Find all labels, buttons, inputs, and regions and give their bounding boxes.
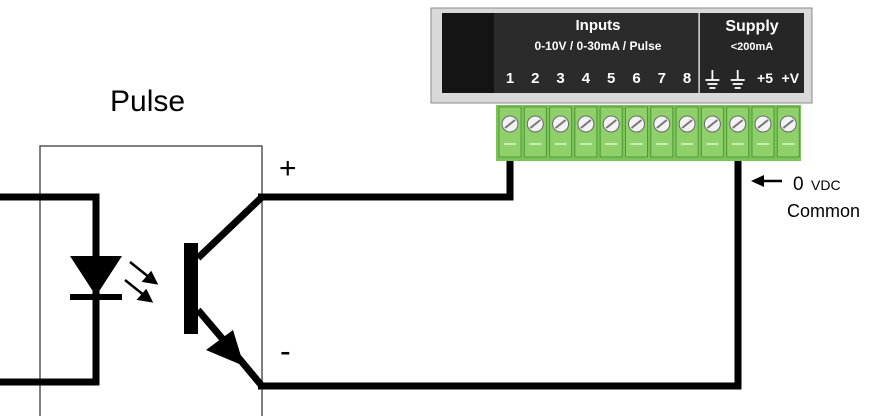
- channel-number-2: 2: [531, 70, 539, 87]
- terminal-screw: [523, 106, 547, 158]
- terminal-screw: [700, 106, 724, 158]
- ground-symbols: [705, 70, 745, 89]
- terminal-screw: [751, 106, 775, 158]
- led-input-wire: [0, 193, 100, 386]
- terminal-screw: [498, 106, 522, 158]
- terminal-screw: [650, 106, 674, 158]
- terminal-screw: [726, 106, 750, 158]
- terminal-screw: [776, 106, 800, 158]
- callout-unit: VDC: [811, 177, 841, 193]
- callout-common: Common: [787, 201, 860, 221]
- module-left-block: [442, 13, 494, 93]
- common-callout-arrow: [751, 175, 782, 187]
- ground-icon: [705, 70, 720, 89]
- minus-label: -: [280, 333, 291, 369]
- channel-number-8: 8: [683, 70, 691, 87]
- ground-icon: [730, 70, 745, 89]
- negative-wire: [258, 158, 742, 390]
- callout-value: 0: [793, 174, 804, 195]
- terminal-screw: [625, 106, 648, 158]
- terminal-screw: [549, 106, 573, 158]
- channel-number-3: 3: [556, 70, 564, 87]
- led-triangle: [70, 256, 122, 296]
- supply-terminal-labels: +5 +V: [757, 70, 800, 86]
- optocoupler-box: [39, 145, 263, 416]
- supply-heading: Supply: [725, 18, 778, 35]
- module-inputs-panel: [494, 13, 699, 93]
- supply-limit: <200mA: [731, 41, 774, 53]
- channel-number-7: 7: [658, 70, 666, 87]
- supply-terminal-label: +V: [782, 70, 800, 86]
- supply-terminal-label: +5: [757, 70, 773, 86]
- transistor-base: [184, 243, 198, 334]
- channel-number-1: 1: [506, 70, 514, 87]
- light-arrows: [124, 261, 159, 303]
- channel-number-4: 4: [582, 70, 591, 87]
- pulse-title: Pulse: [110, 85, 185, 118]
- terminal-screws: [498, 106, 800, 158]
- terminal-screw: [574, 106, 598, 158]
- terminal-screw: [599, 106, 623, 158]
- inputs-range: 0-10V / 0-30mA / Pulse: [535, 39, 662, 53]
- terminal-screw: [675, 106, 699, 158]
- emitter-wire-inner: [229, 347, 265, 389]
- channel-number-6: 6: [632, 70, 640, 87]
- positive-wire: [258, 158, 514, 201]
- inputs-heading: Inputs: [576, 17, 621, 34]
- channel-number-5: 5: [607, 70, 615, 87]
- transistor-collector: [195, 194, 265, 261]
- terminal-block: [496, 105, 801, 161]
- plus-label: +: [279, 152, 297, 185]
